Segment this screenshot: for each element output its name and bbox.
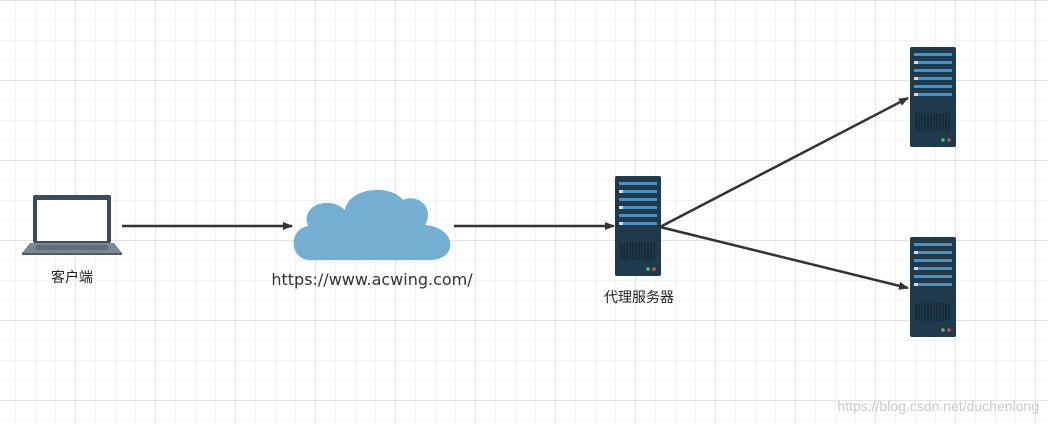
- backend-server-1-icon: [910, 47, 956, 147]
- client-label: 客户端: [51, 270, 93, 286]
- watermark: https://blog.csdn.net/duchenlong: [837, 398, 1039, 414]
- cloud-icon: [293, 189, 451, 260]
- internet-label: https://www.acwing.com/: [271, 270, 473, 289]
- backend-server-2-icon: [910, 237, 956, 337]
- edge-proxy-to-backend-1: [659, 96, 909, 229]
- laptop-icon: [22, 195, 122, 255]
- proxy-server-icon: [615, 176, 661, 276]
- edge-proxy-to-backend-2: [659, 225, 909, 290]
- proxy-server-label: 代理服务器: [604, 290, 674, 306]
